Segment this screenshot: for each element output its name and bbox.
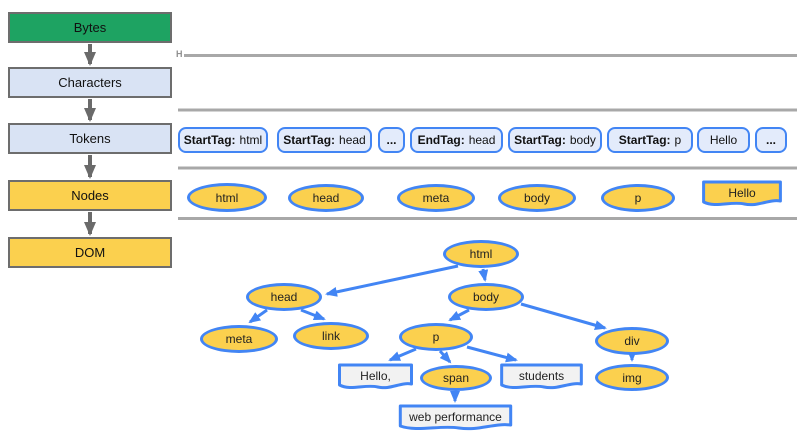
node-label: students [518,368,565,383]
token-starttag-body: StartTag:body [508,127,602,153]
stage-characters: Characters [8,67,172,98]
text-node-shape [500,363,583,393]
node-label: span [442,371,470,385]
dom-node-span: span [420,365,492,391]
stage-label: DOM [74,245,106,260]
text-node-shape [702,180,782,210]
dom-textnode-students: students [500,363,583,393]
dom-node-head: head [246,283,322,311]
token-type: StartTag: [283,133,336,147]
node-label: meta [422,191,450,205]
token-ellipsis: ... [378,127,405,153]
edge-head-link [300,308,326,321]
edge-p-students [466,345,518,363]
node-head: head [288,184,364,212]
token-value: body [569,133,596,147]
token-type: ... [386,133,397,147]
node-label: head [312,191,340,205]
node-text-hello: Hello [702,180,782,210]
dom-node-p: p [399,323,473,351]
text-node-shape [338,363,413,393]
dom-textnode-hello: Hello, [338,363,413,393]
token-ellipsis: ... [755,127,787,153]
node-label: img [622,370,642,385]
edge-html-body [478,268,489,282]
dom-node-meta: meta [200,325,278,353]
node-label: div [624,334,640,348]
token-value: p [674,133,682,147]
stage-label: Tokens [69,131,111,146]
token-type: EndTag: [417,133,465,147]
edge-body-p [448,308,470,322]
token-endtag-head: EndTag:head [410,127,503,153]
node-label: web performance [409,409,502,424]
dom-node-img: img [595,364,669,391]
stage-dom: DOM [8,237,172,268]
stage-label: Bytes [73,20,107,35]
edge-head-meta [248,308,268,324]
stage-label: Nodes [71,188,109,203]
dom-node-body: body [448,283,524,311]
dom-node-link: link [293,322,369,350]
token-value: Hello [709,133,738,147]
node-label: head [270,290,298,304]
node-label: html [215,190,239,205]
node-body: body [498,184,576,212]
node-label: html [469,247,493,261]
token-starttag-p: StartTag:p [607,127,693,153]
node-label: body [472,290,500,304]
node-label: p [432,330,440,344]
stage-nodes: Nodes [8,180,172,211]
edge-p-span [438,349,452,364]
stage-bytes: Bytes [8,12,172,43]
token-value: head [468,133,496,147]
node-label: p [634,191,642,205]
dom-textnode-webperf: web performance [398,404,513,434]
token-starttag-head: StartTag:head [277,127,372,153]
node-label: Hello [728,185,756,200]
node-label: Hello, [360,368,391,383]
token-type: StartTag: [514,133,566,147]
node-html: html [187,183,267,212]
node-label: body [523,191,551,205]
edge-p-hello [388,347,417,362]
edge-html-head [325,264,459,297]
node-meta: meta [397,184,475,212]
token-type: StartTag: [183,133,236,147]
token-hello: Hello [697,127,750,153]
token-value: html [239,133,263,147]
stage-tokens: Tokens [8,123,172,154]
token-starttag-html: StartTag:html [178,127,268,153]
characters-line-mark: H [176,49,183,59]
token-value: head [339,133,366,147]
node-label: meta [225,332,253,346]
dom-node-html: html [443,240,519,268]
edge-body-div [520,302,607,331]
text-node-shape [398,404,513,434]
token-type: StartTag: [618,133,671,147]
node-p: p [601,184,675,212]
stage-label: Characters [58,75,122,90]
node-label: link [321,329,340,343]
token-type: ... [765,133,776,147]
dom-node-div: div [595,327,669,355]
